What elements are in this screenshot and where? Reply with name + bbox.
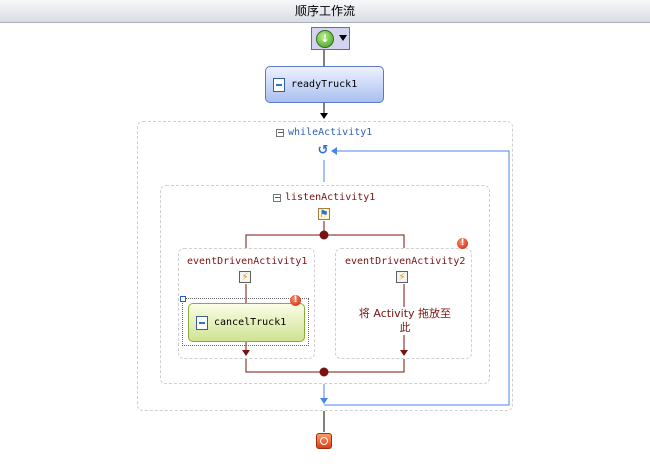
while-activity-label: whileActivity1: [288, 127, 373, 138]
error-icon[interactable]: !: [457, 238, 468, 249]
event-driven-activity-2-container[interactable]: [335, 248, 472, 359]
event-driven-activity-1-label: eventDrivenActivity1: [187, 256, 308, 267]
selection-handle[interactable]: [180, 296, 186, 302]
activity-label: readyTruck1: [291, 79, 358, 90]
listen-activity-label: listenActivity1: [285, 192, 376, 203]
activity-icon: [196, 315, 208, 330]
activity-readytruck1[interactable]: readyTruck1: [265, 66, 384, 103]
event-icon: ⚡: [396, 271, 408, 283]
error-icon[interactable]: !: [290, 295, 301, 306]
event-driven-activity-2-label: eventDrivenActivity2: [345, 256, 466, 267]
listen-activity-container[interactable]: [160, 185, 490, 384]
workflow-title-bar: 顺序工作流: [0, 0, 650, 23]
while-activity-container[interactable]: [137, 121, 513, 411]
event-icon: ⚡: [239, 271, 251, 283]
collapse-while-icon[interactable]: −: [276, 128, 284, 137]
event-driven-activity-1-container[interactable]: [178, 248, 315, 359]
activity-canceltruck1[interactable]: cancelTruck1: [188, 303, 305, 342]
drop-activity-hint[interactable]: 将 Activity 拖放至此: [358, 307, 452, 334]
selection-frame: [182, 298, 309, 346]
start-activity-button[interactable]: ↓: [311, 27, 350, 50]
workflow-title: 顺序工作流: [294, 4, 355, 18]
dropdown-triangle-icon[interactable]: [339, 35, 347, 41]
activity-label: cancelTruck1: [214, 317, 287, 328]
end-stop-icon: [316, 433, 332, 449]
loop-icon: ↺: [317, 143, 329, 158]
start-arrow-icon: ↓: [316, 30, 334, 48]
collapse-listen-icon[interactable]: −: [273, 193, 281, 202]
listen-icon: ⚑: [318, 208, 330, 220]
activity-icon: [273, 77, 285, 92]
